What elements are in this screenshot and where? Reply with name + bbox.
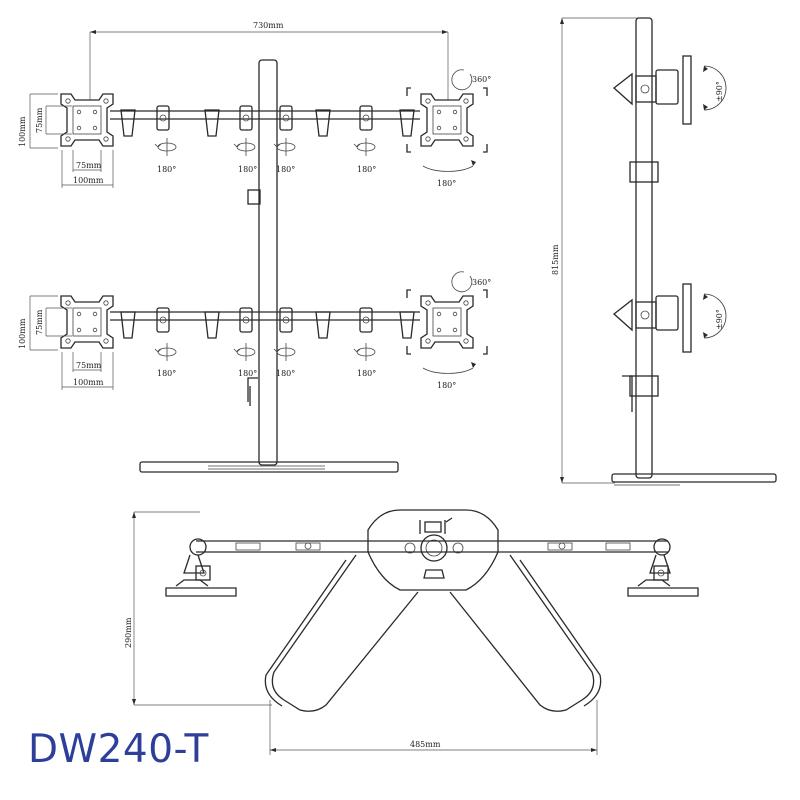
lower-vesa-height-outer: 100mm [18,318,27,349]
upper-vesa-height-inner: 75mm [35,107,44,133]
side-view: 815mm ±90° ±90° [551,17,777,486]
lower-swivel-label-3: 180° [276,369,295,378]
upper-tilt-label: ±90° [715,81,724,102]
lower-vesa-height-inner: 75mm [35,309,44,335]
lower-vesa-width-outer: 100mm [73,378,104,387]
center-hub [367,509,499,591]
lower-left-vesa-plate: 100mm 75mm 75mm 100mm [18,295,114,390]
lower-swivel-label-4: 180° [357,369,376,378]
upper-arm: 180° 180° 180° 180° [110,105,420,174]
lower-swivel-label-2: 180° [238,369,257,378]
lower-vesa-width-inner: 75mm [76,361,102,370]
base-width-label: 485mm [410,740,441,749]
depth-label: 290mm [124,617,133,648]
front-base [139,461,399,473]
upper-swivel-label-2: 180° [238,165,257,174]
base-width-dimension: 485mm [269,700,598,755]
upper-vesa-width-inner: 75mm [76,161,102,170]
overall-width-dimension: 730mm [89,21,449,100]
side-lower-head: ±90° [612,283,727,353]
overall-width-label: 730mm [253,21,284,30]
upper-swivel-label-3: 180° [276,165,295,174]
lower-rotation-label: 360° [472,278,491,287]
upper-rotation-label: 360° [472,75,491,84]
upper-plate-swivel-label: 180° [437,179,456,188]
upper-left-vesa-plate: 100mm 75mm 75mm 100mm [18,93,114,188]
side-upper-head: ±90° [612,55,727,125]
height-label: 815mm [551,244,560,275]
side-collar-lower [629,375,659,397]
lower-plate-swivel-label: 180° [437,381,456,390]
v-base-legs [264,554,602,712]
lower-tilt-label: ±90° [715,309,724,330]
upper-vesa-height-outer: 100mm [18,116,27,147]
upper-right-vesa-plate: 360° 180° [406,69,491,188]
side-pole [635,17,653,479]
top-right-mount [627,565,699,597]
model-name: DW240-T [28,727,209,772]
front-view: 730mm 180° 180° 180° 180° [18,21,491,473]
upper-vesa-width-outer: 100mm [73,176,104,185]
upper-swivel-label-1: 180° [157,165,176,174]
side-collar-upper [629,161,659,183]
height-dimension: 815mm [551,17,640,484]
upper-swivel-label-4: 180° [357,165,376,174]
lower-swivel-label-1: 180° [157,369,176,378]
depth-dimension: 290mm [124,511,272,706]
lower-right-vesa-plate: 360° 180° [406,271,491,390]
top-view: 290mm 485mm [124,509,699,755]
side-base [611,473,777,486]
lower-arm: 180° 180° 180° 180° [110,307,420,378]
center-pole [247,59,278,466]
top-arm [183,538,671,574]
top-left-mount [165,565,237,597]
